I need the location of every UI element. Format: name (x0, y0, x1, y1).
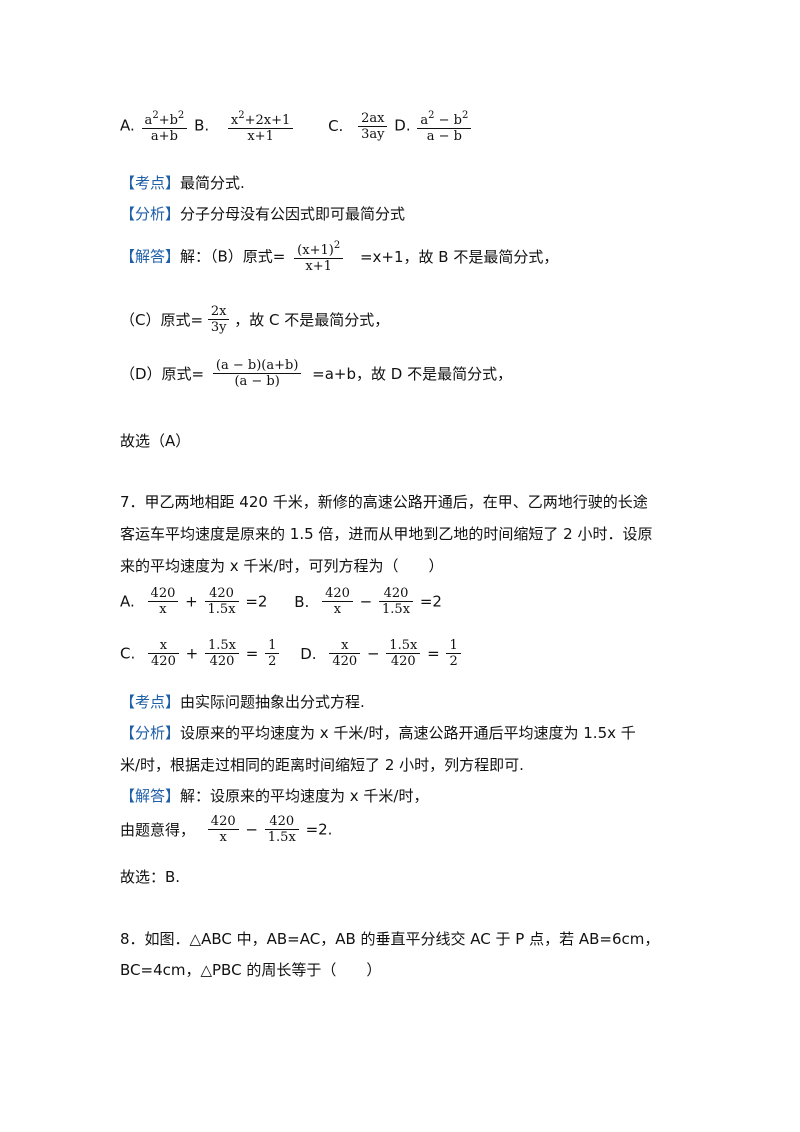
q6-options-row: A. a2+b2 a+b B. x2+2x+1 x+1 C. 2ax 3ay D… (120, 108, 473, 144)
q6-jieda-d: （D）原式= (a − b)(a+b) (a − b) =a+b，故 D 不是最… (120, 358, 513, 389)
q6-jieda-c: （C）原式= 2x 3y ，故 C 不是最简分式， (120, 304, 390, 335)
q7-stem-line-1: 7．甲乙两地相距 420 千米，新修的高速公路开通后，在甲、乙两地行驶的长途 (120, 493, 648, 511)
q6-option-d-fraction: a2 − b2 a − b (417, 108, 472, 144)
q7-answer: 故选：B. (120, 868, 181, 886)
q7-stem-line-2: 客运车平均速度是原来的 1.5 倍，进而从甲地到乙地的时间缩短了 2 小时．设原 (120, 525, 653, 543)
jieda-tag: 【解答】 (120, 247, 181, 266)
q6-b-fraction: (x+1)2 x+1 (294, 238, 344, 274)
fenxi-tag: 【分析】 (120, 205, 181, 223)
q6-fenxi: 【分析】分子分母没有公因式即可最简分式 (120, 205, 406, 223)
q7-kaodian: 【考点】由实际问题抽象出分式方程. (120, 693, 365, 711)
q8-stem-line-1: 8．如图．△ABC 中，AB=AC，AB 的垂直平分线交 AC 于 P 点，若 … (120, 930, 660, 948)
q6-option-a-fraction: a2+b2 a+b (141, 108, 188, 144)
q6-option-c-fraction: 2ax 3ay (358, 111, 388, 142)
q7-fenxi-1: 【分析】设原来的平均速度为 x 千米/时，高速公路开通后平均速度为 1.5x 千 (120, 724, 636, 742)
q6-option-d-label: D. (394, 116, 411, 135)
q7-stem-line-3: 来的平均速度为 x 千米/时，可列方程为（ ） (120, 557, 444, 575)
q6-option-c-label: C. (328, 116, 344, 135)
q6-kaodian: 【考点】最简分式. (120, 174, 245, 192)
q7-fenxi-2: 米/时，根据走过相同的距离时间缩短了 2 小时，列方程即可. (120, 756, 524, 774)
q6-option-a-label: A. (120, 116, 135, 135)
q6-option-b-label: B. (194, 116, 210, 135)
q6-answer: 故选（A） (120, 432, 191, 450)
q7-jieda: 【解答】解：设原来的平均速度为 x 千米/时， (120, 787, 429, 805)
q6-d-fraction: (a − b)(a+b) (a − b) (212, 358, 302, 389)
kaodian-tag: 【考点】 (120, 174, 181, 192)
q6-jieda-b: 【解答】解：（B）原式= (x+1)2 x+1 =x+1，故 B 不是最简分式， (120, 238, 559, 274)
q6-option-b-fraction: x2+2x+1 x+1 (227, 108, 294, 144)
q8-stem-line-2: BC=4cm，△PBC 的周长等于（ ） (120, 961, 382, 979)
q6-c-fraction: 2x 3y (207, 304, 230, 335)
